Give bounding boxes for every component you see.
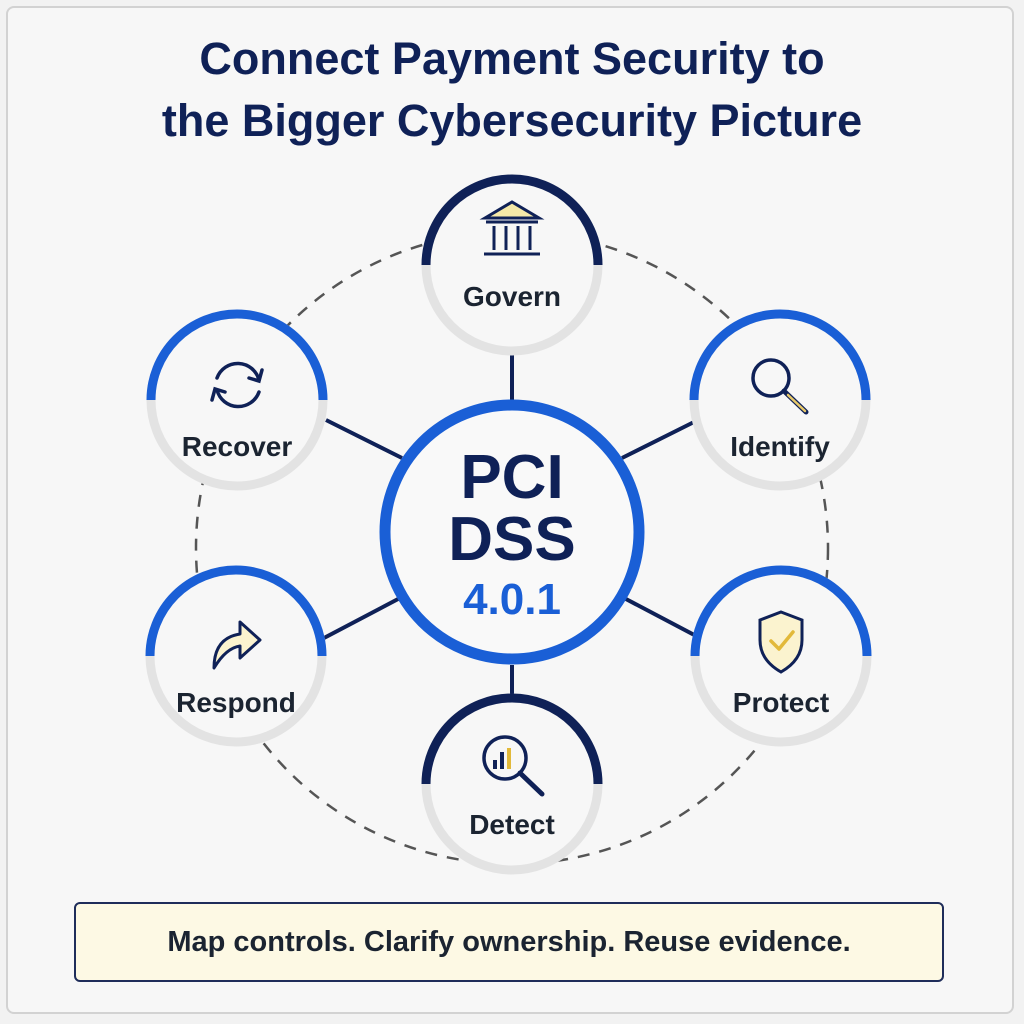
node-detect[interactable]: Detect — [421, 693, 603, 875]
footer-callout: Map controls. Clarify ownership. Reuse e… — [74, 902, 944, 982]
magnifier-icon — [751, 358, 809, 415]
node-accent-arc — [421, 174, 603, 266]
node-accent-arc — [421, 693, 603, 785]
center-line-1: PCI — [460, 443, 563, 512]
node-accent-arc — [689, 309, 871, 401]
connector-recover — [325, 418, 403, 460]
connector-identify — [621, 418, 699, 460]
node-label: Respond — [176, 687, 296, 718]
node-govern[interactable]: Govern — [421, 174, 603, 356]
arrow-redirect-icon — [212, 620, 262, 670]
center-version: 4.0.1 — [463, 575, 561, 624]
footer-text: Map controls. Clarify ownership. Reuse e… — [167, 925, 851, 958]
node-label: Govern — [463, 281, 561, 312]
node-accent-arc — [146, 309, 328, 401]
refresh-cycle-icon — [210, 361, 264, 409]
title-line-1: Connect Payment Security to — [199, 33, 825, 84]
connector-protect — [623, 596, 701, 640]
node-label: Protect — [733, 687, 829, 718]
node-identify[interactable]: Identify — [689, 309, 871, 491]
center-hub: PCI DSS 4.0.1 — [379, 399, 645, 665]
connector-respond — [323, 596, 401, 640]
title-line-2: the Bigger Cybersecurity Picture — [161, 95, 863, 146]
node-label: Detect — [469, 809, 555, 840]
building-icon — [479, 200, 545, 256]
node-protect[interactable]: Protect — [690, 565, 872, 747]
page-title: Connect Payment Security to the Bigger C… — [0, 28, 1024, 152]
node-label: Recover — [182, 431, 293, 462]
shield-check-icon — [758, 610, 804, 674]
node-label: Identify — [730, 431, 830, 462]
connector-lines — [323, 355, 701, 705]
chart-magnifier-icon — [482, 735, 545, 797]
orbit-ring — [194, 230, 830, 866]
node-recover[interactable]: Recover — [146, 309, 328, 491]
node-accent-arc — [145, 565, 327, 657]
node-accent-arc — [690, 565, 872, 657]
node-respond[interactable]: Respond — [145, 565, 327, 747]
center-line-2: DSS — [448, 505, 575, 574]
center-ring — [379, 399, 645, 665]
